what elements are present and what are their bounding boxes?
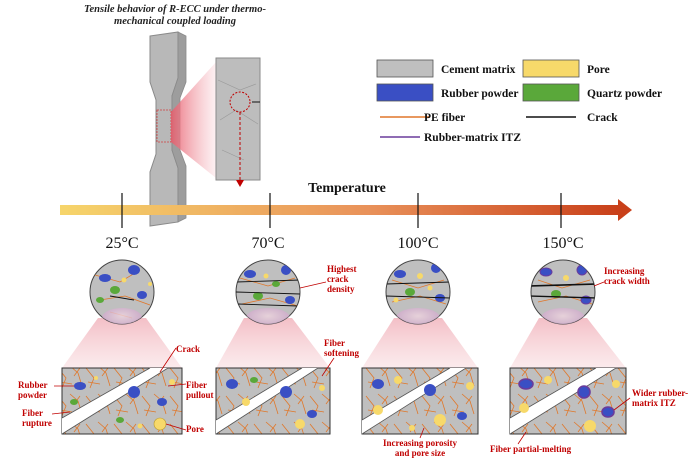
note-rupture-2: rupture xyxy=(22,418,52,428)
zoom-rect-150 xyxy=(509,367,627,435)
legend-swatch-pore xyxy=(522,59,580,78)
note-crackwidth-1: Increasing xyxy=(604,266,645,276)
note-pullout-2: pullout xyxy=(186,390,214,400)
note-pore: Pore xyxy=(186,424,204,434)
note-highest-1: Highest xyxy=(327,264,357,274)
legend-swatch-rubber xyxy=(376,83,434,102)
stage-25c xyxy=(61,259,183,435)
zoom-section xyxy=(215,57,261,181)
legend-rubber-label: Rubber powder xyxy=(441,88,518,100)
zoom-fan-100 xyxy=(362,318,478,368)
axis-label: Temperature xyxy=(308,181,386,196)
legend-cement-label: Cement matrix xyxy=(441,64,516,76)
note-itz-2: matrix ITZ xyxy=(632,398,676,408)
figure-title-line1: Tensile behavior of R-ECC under thermo- xyxy=(84,4,266,15)
zoom-fan-150 xyxy=(510,318,626,368)
note-rubber-1: Rubber xyxy=(18,380,48,390)
legend-swatch-cement xyxy=(376,59,434,78)
stage-100c xyxy=(361,259,479,435)
note-rupture-1: Fiber xyxy=(22,408,43,418)
note-partial-melting: Fiber partial-melting xyxy=(490,444,572,454)
legend-itz-label: Rubber-matrix ITZ xyxy=(424,132,521,144)
zoom-fan-70 xyxy=(216,318,330,368)
note-softening-2: softening xyxy=(324,348,360,358)
note-crackwidth-2: crack width xyxy=(604,276,650,286)
note-pullout-1: Fiber xyxy=(186,380,207,390)
temperature-arrowhead xyxy=(618,199,632,221)
legend-crack-label: Crack xyxy=(587,112,618,124)
temp-label-25: 25°C xyxy=(105,235,138,252)
annotations: Crack Rubber powder Fiber rupture Fiber … xyxy=(18,264,688,458)
note-porosity-2: and pore size xyxy=(395,448,445,458)
temp-label-70: 70°C xyxy=(251,235,284,252)
legend-quartz-label: Quartz powder xyxy=(587,88,662,100)
temp-label-100: 100°C xyxy=(397,235,438,252)
legend: Cement matrix Pore Rubber powder Quartz … xyxy=(376,59,662,144)
legend-swatch-quartz xyxy=(522,83,580,102)
stage-150c xyxy=(509,259,627,435)
note-rubber-2: powder xyxy=(18,390,47,400)
stage-70c xyxy=(215,259,331,435)
zoom-rect-70 xyxy=(215,367,331,435)
note-porosity-1: Increasing porosity xyxy=(383,438,457,448)
legend-fiber-label: PE fiber xyxy=(424,112,465,124)
legend-pore-label: Pore xyxy=(587,64,610,76)
note-highest-2: crack xyxy=(327,274,349,284)
note-crack: Crack xyxy=(176,344,200,354)
zoom-fan xyxy=(171,62,216,178)
specimen-illustration: Tensile behavior of R-ECC under thermo- … xyxy=(84,4,266,227)
pore-25 xyxy=(153,417,167,431)
figure-title-line2: mechanical coupled loading xyxy=(114,16,236,27)
zoom-rect-100 xyxy=(361,367,479,435)
temp-label-150: 150°C xyxy=(542,235,583,252)
micro-content-150 xyxy=(531,264,595,324)
note-itz-1: Wider rubber- xyxy=(632,388,688,398)
note-highest-3: density xyxy=(327,284,355,294)
temperature-bar xyxy=(60,205,618,215)
temperature-axis: Temperature 25°C 70°C 100°C 150°C xyxy=(60,181,632,252)
zoom-fan-25 xyxy=(62,318,182,368)
note-softening-1: Fiber xyxy=(324,338,345,348)
